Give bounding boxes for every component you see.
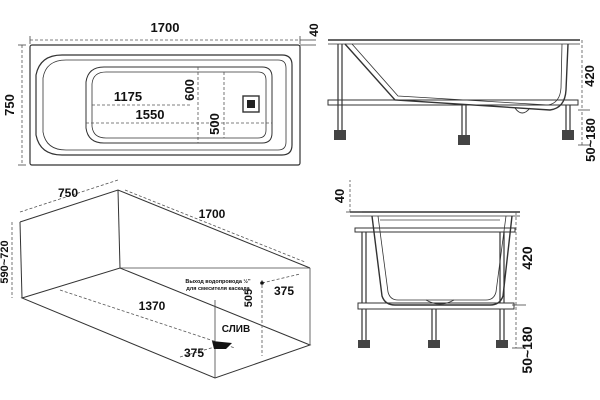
niche-back-top [19, 189, 311, 269]
niche-drain-offset-label: 375 [184, 346, 204, 360]
end-rim-label: 40 [332, 189, 347, 203]
niche-1700-line [124, 189, 306, 263]
side-frame [327, 99, 579, 106]
top-outer-rim [29, 44, 301, 166]
drain-mark-icon [212, 341, 232, 349]
niche-1370-line [59, 289, 236, 349]
niche-overflow-offset-label: 375 [274, 284, 294, 298]
top-view: 1700 750 1175 1550 600 500 40 [2, 20, 321, 166]
side-legs [334, 44, 574, 145]
top-basin-inner [42, 59, 287, 151]
dim-inner-bottom-width-label: 500 [207, 113, 222, 135]
side-height-label: 420 [582, 65, 597, 87]
end-view: 40 420 50~180 [332, 180, 535, 374]
dim-inner-top-length-label: 1175 [114, 89, 142, 104]
side-view: 420 50~180 [327, 39, 598, 162]
top-basin-outer [35, 54, 293, 156]
dim-length-label: 1700 [151, 20, 180, 35]
dim-inner-bottom-length-label: 1550 [136, 107, 165, 122]
dim-width-label: 750 [2, 94, 17, 116]
overflow-note-line1: Выход водопровода ½" [185, 278, 251, 285]
top-floor-inner [91, 71, 267, 139]
end-height-label: 420 [519, 246, 535, 270]
drain-label: СЛИВ [222, 324, 250, 335]
top-floor-outer [85, 66, 273, 144]
dim-rim-label: 40 [307, 23, 321, 37]
niche-overflow-height-label: 505 [243, 289, 255, 307]
niche-750-line [19, 179, 119, 213]
niche-height-label: 590~720 [0, 240, 11, 283]
niche-depth-label: 750 [58, 186, 78, 200]
top-drain-icon [242, 95, 260, 113]
niche-length-label: 1700 [199, 207, 226, 221]
end-legs [358, 232, 508, 348]
niche-floor [20, 267, 312, 379]
niche-view: 750 1700 590~720 1370 375 375 505 СЛИВ В… [0, 179, 312, 379]
side-legs-label: 50~180 [583, 118, 598, 162]
end-basin-profile [371, 215, 513, 306]
end-legs-label: 50~180 [519, 326, 535, 373]
end-frame-top [354, 227, 516, 233]
top-drain-center [247, 100, 255, 108]
overflow-note-line2: для смесителя каскада [186, 286, 250, 292]
niche-drain-distance-label: 1370 [139, 299, 166, 313]
dim-inner-width-label: 600 [182, 79, 197, 101]
